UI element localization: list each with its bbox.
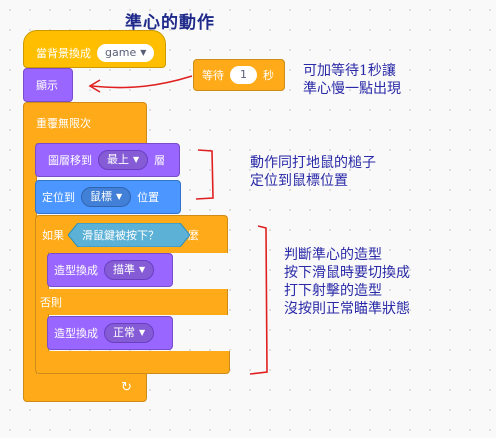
note-line: 定位到鼠標位置: [250, 173, 348, 189]
page-title: 準心的動作: [125, 13, 215, 33]
block-label: 重覆無限次: [36, 117, 91, 130]
note-line: 判斷準心的造型: [284, 247, 382, 263]
chevron-down-icon: ▼: [133, 155, 140, 164]
wait-seconds-input[interactable]: 1: [230, 66, 257, 84]
condition-label: 滑鼠鍵被按下？: [82, 228, 159, 242]
if-else-block[interactable]: 如果 滑鼠鍵被按下？ 那麼: [35, 215, 228, 253]
block-label: 造型換成: [54, 264, 98, 277]
note-line: 可加等待1秒讓: [303, 63, 396, 79]
layer-value: 最上: [107, 153, 129, 166]
block-label: 圖層移到: [48, 154, 92, 167]
mouse-down-condition[interactable]: 滑鼠鍵被按下？: [68, 222, 190, 247]
target-value: 鼠標: [90, 190, 112, 203]
block-label: 定位到: [42, 191, 75, 204]
backdrop-dropdown[interactable]: game ▼: [97, 44, 155, 62]
chevron-down-icon: ▼: [140, 48, 147, 57]
chevron-down-icon: ▼: [139, 328, 146, 337]
hexagon-shape: [68, 222, 190, 247]
block-suffix: 位置: [137, 191, 160, 204]
switch-costume-normal-block[interactable]: 造型換成 正常 ▼: [47, 316, 173, 350]
seconds-unit: 秒: [263, 69, 274, 82]
note-line: 按下滑鼠時要切換成: [284, 265, 410, 281]
show-block[interactable]: 顯示: [23, 68, 73, 102]
wait-seconds-value: 1: [240, 68, 247, 81]
if-label: 如果: [42, 228, 64, 242]
go-to-layer-block[interactable]: 圖層移到 最上 ▼ 層: [35, 143, 180, 177]
costume-value: 正常: [113, 326, 135, 339]
costume-dropdown[interactable]: 正常 ▼: [104, 323, 155, 343]
backdrop-value: game: [105, 46, 137, 59]
chevron-down-icon: ▼: [139, 265, 146, 274]
if-else-footer: [35, 351, 230, 374]
else-bar: 否則: [35, 289, 228, 315]
block-suffix: 層: [154, 154, 166, 167]
target-dropdown[interactable]: 鼠標 ▼: [81, 187, 132, 207]
loop-arrow-icon: ↻: [121, 380, 132, 395]
wait-note: 可加等待1秒讓 準心慢一點出現: [303, 62, 401, 98]
block-label: 當背景換成: [36, 47, 91, 60]
chevron-down-icon: ▼: [116, 192, 123, 201]
costume-value: 描準: [113, 263, 135, 276]
block-label: 等待: [202, 69, 224, 82]
forever-block[interactable]: 重覆無限次: [23, 102, 147, 144]
block-label: 顯示: [36, 79, 58, 92]
move-note: 動作同打地鼠的槌子 定位到鼠標位置: [250, 154, 376, 190]
when-backdrop-switches-block[interactable]: 當背景換成 game ▼: [23, 30, 166, 68]
go-to-mouse-block[interactable]: 定位到 鼠標 ▼ 位置: [35, 180, 181, 214]
note-line: 準心慢一點出現: [303, 81, 401, 97]
note-line: 動作同打地鼠的槌子: [250, 155, 376, 171]
else-label: 否則: [40, 296, 62, 309]
layer-dropdown[interactable]: 最上 ▼: [98, 150, 149, 170]
block-label: 造型換成: [54, 327, 98, 340]
note-line: 沒按則正常瞄準狀態: [284, 301, 410, 317]
note-line: 打下射擊的造型: [284, 283, 382, 299]
wait-block[interactable]: 等待 1 秒: [193, 59, 285, 91]
costume-dropdown[interactable]: 描準 ▼: [104, 260, 155, 280]
forever-footer: ↻: [23, 374, 147, 402]
switch-costume-aim-block[interactable]: 造型換成 描準 ▼: [47, 253, 173, 287]
costume-note: 判斷準心的造型 按下滑鼠時要切換成 打下射擊的造型 沒按則正常瞄準狀態: [284, 246, 410, 318]
